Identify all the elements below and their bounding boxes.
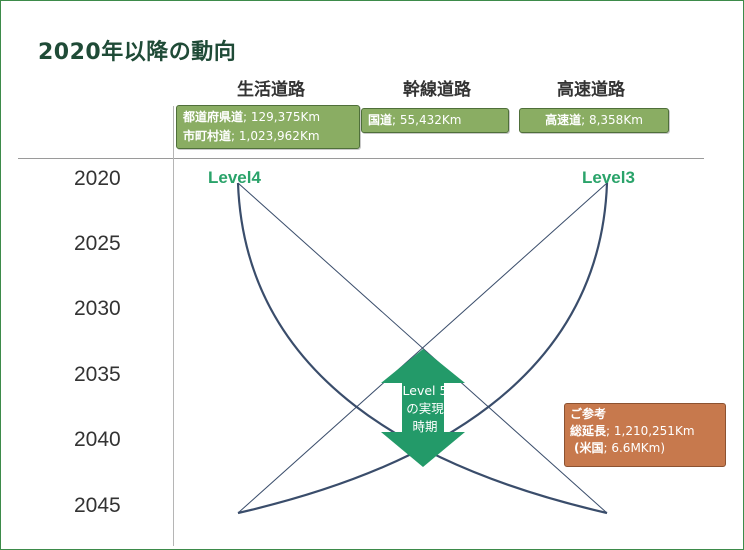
municipal-road-value: ; 1,023,962Km: [231, 129, 320, 143]
level4-curve: [236, 182, 608, 515]
reference-us-value: ; 6.6MKm): [603, 441, 666, 455]
reference-total-line: 総延長; 1,210,251Km: [570, 423, 720, 440]
prefectural-road-value: ; 129,375Km: [243, 110, 321, 124]
year-label-2020: 2020: [74, 167, 121, 190]
reference-box: ご参考 総延長; 1,210,251Km (米国; 6.6MKm): [564, 403, 726, 467]
column-heading-arterial-roads: 幹線道路: [403, 80, 471, 100]
reference-us-line: (米国; 6.6MKm): [570, 440, 720, 457]
year-label-2040: 2040: [74, 428, 121, 451]
national-road-value: ; 55,432Km: [392, 113, 462, 127]
level5-arrow-line1: Level 5: [402, 383, 448, 398]
header-divider: [18, 158, 704, 159]
prefectural-road-label: 都道府県道: [183, 110, 244, 124]
column-heading-expressways: 高速道路: [557, 80, 625, 100]
reference-us-label: (米国: [574, 441, 604, 455]
level5-arrow-line3: 時期: [412, 419, 438, 434]
column-heading-local-roads: 生活道路: [237, 80, 305, 100]
year-label-2030: 2030: [74, 297, 121, 320]
level5-arrow-text: Level 5 の実現 時期: [380, 382, 470, 436]
level3-curve: [237, 182, 609, 515]
expressway-label: 高速道: [545, 113, 582, 127]
expressway-value: ; 8,358Km: [581, 113, 643, 127]
year-label-2035: 2035: [74, 363, 121, 386]
national-road-label: 国道: [368, 113, 393, 127]
level3-straight-line: [237, 182, 608, 514]
expressway-box: 高速道; 8,358Km: [519, 108, 669, 133]
page-title: 2020年以降の動向: [38, 40, 237, 65]
prefectural-road-line: 都道府県道; 129,375Km: [183, 108, 353, 127]
level5-arrow-line2: の実現: [406, 401, 444, 416]
level3-label: Level3: [582, 168, 635, 187]
reference-total-value: ; 1,210,251Km: [606, 424, 695, 438]
level5-double-arrow: [381, 349, 465, 467]
reference-title: ご参考: [570, 407, 607, 421]
year-axis-divider: [173, 106, 174, 546]
local-roads-box: 都道府県道; 129,375Km 市町村道; 1,023,962Km: [176, 105, 360, 149]
level4-label: Level4: [208, 168, 261, 187]
municipal-road-label: 市町村道: [183, 129, 232, 143]
national-road-box: 国道; 55,432Km: [361, 108, 509, 133]
year-label-2025: 2025: [74, 232, 121, 255]
municipal-road-line: 市町村道; 1,023,962Km: [183, 127, 353, 146]
year-label-2045: 2045: [74, 494, 121, 517]
reference-total-label: 総延長: [570, 424, 607, 438]
